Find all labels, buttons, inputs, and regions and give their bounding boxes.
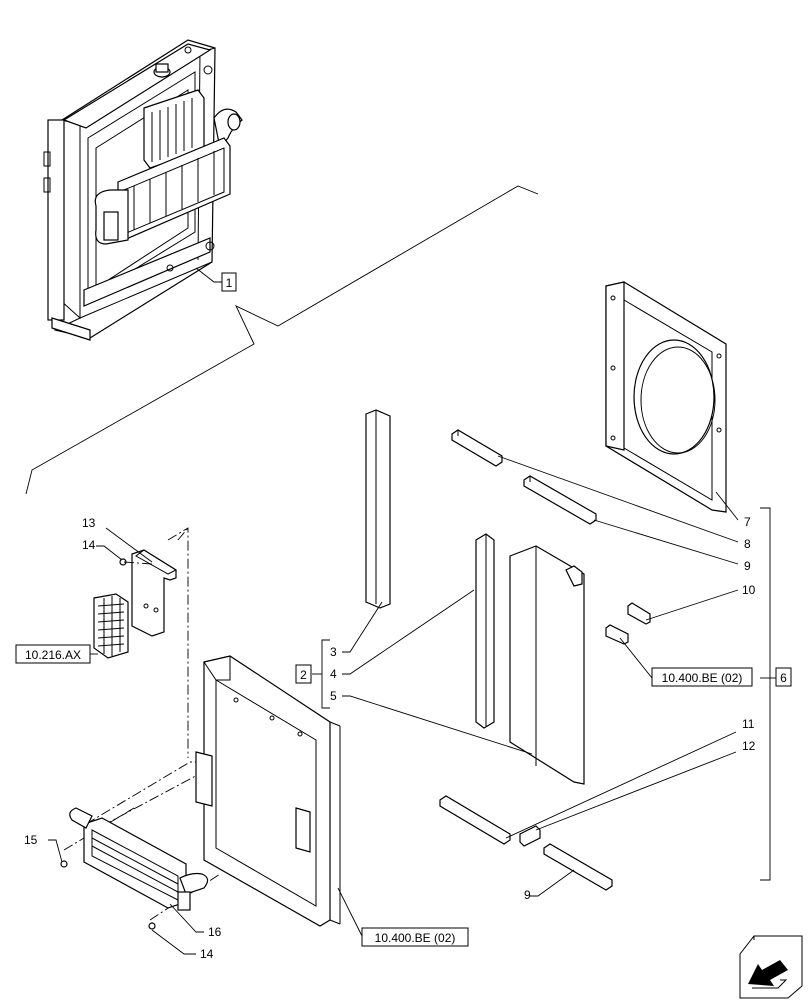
oil-cooler — [69, 807, 209, 911]
callout-2: 2 — [295, 664, 312, 684]
reference-10-400-be-right-text[interactable]: 10.400.BE (02) — [662, 671, 743, 685]
callout-5: 5 — [330, 689, 337, 703]
seal-strip-part-11 — [439, 795, 511, 845]
screw-part-16 — [148, 922, 156, 930]
callout-7: 7 — [744, 515, 751, 529]
reference-10-400-be-right[interactable]: 10.400.BE (02) — [651, 667, 753, 687]
seal-strip-part-8 — [451, 429, 503, 467]
callout-12: 12 — [742, 739, 756, 753]
block-part-10-ref — [605, 624, 629, 645]
callout-6: 6 — [775, 667, 792, 687]
callout-4: 4 — [330, 667, 337, 681]
seal-part-5 — [509, 545, 585, 785]
callout-1-text: 1 — [226, 276, 233, 290]
side-frame — [195, 655, 341, 927]
seal-strip-part-12 — [519, 825, 541, 847]
callout-14-lower: 14 — [200, 947, 214, 961]
callout-1: 1 — [195, 267, 237, 292]
leader-lines — [48, 455, 776, 955]
oil-cooler-grille — [93, 593, 129, 659]
reference-10-216-ax-text[interactable]: 10.216.AX — [25, 648, 81, 662]
reference-10-400-be-bottom[interactable]: 10.400.BE (02) — [361, 927, 469, 947]
zoom-break-line — [25, 185, 539, 495]
callout-9-lower: 9 — [524, 888, 531, 902]
reference-10-400-be-bottom-text[interactable]: 10.400.BE (02) — [375, 931, 456, 945]
callout-6-text: 6 — [780, 671, 787, 685]
screw-part-15 — [60, 860, 68, 868]
callout-15: 15 — [24, 833, 38, 847]
seal-part-3 — [365, 409, 391, 609]
reference-10-216-ax[interactable]: 10.216.AX — [15, 644, 91, 664]
fan-shroud-part-7 — [605, 281, 727, 513]
callout-8: 8 — [744, 537, 751, 551]
callout-10: 10 — [742, 583, 756, 597]
previous-page-arrow-icon[interactable] — [739, 935, 803, 999]
block-part-10 — [627, 602, 651, 625]
cooling-package-assembly — [43, 39, 243, 341]
seal-part-4 — [475, 533, 495, 729]
seal-strip-part-9-upper — [523, 475, 597, 525]
bracket-part-13 — [131, 549, 178, 637]
callout-11: 11 — [742, 717, 755, 731]
seal-strip-part-9-lower — [543, 843, 613, 891]
callout-13: 13 — [82, 516, 96, 530]
callout-9-upper: 9 — [744, 559, 751, 573]
callout-16: 16 — [208, 925, 222, 939]
callout-14-upper: 14 — [82, 538, 96, 552]
callout-2-text: 2 — [300, 668, 307, 682]
callout-3: 3 — [330, 645, 337, 659]
